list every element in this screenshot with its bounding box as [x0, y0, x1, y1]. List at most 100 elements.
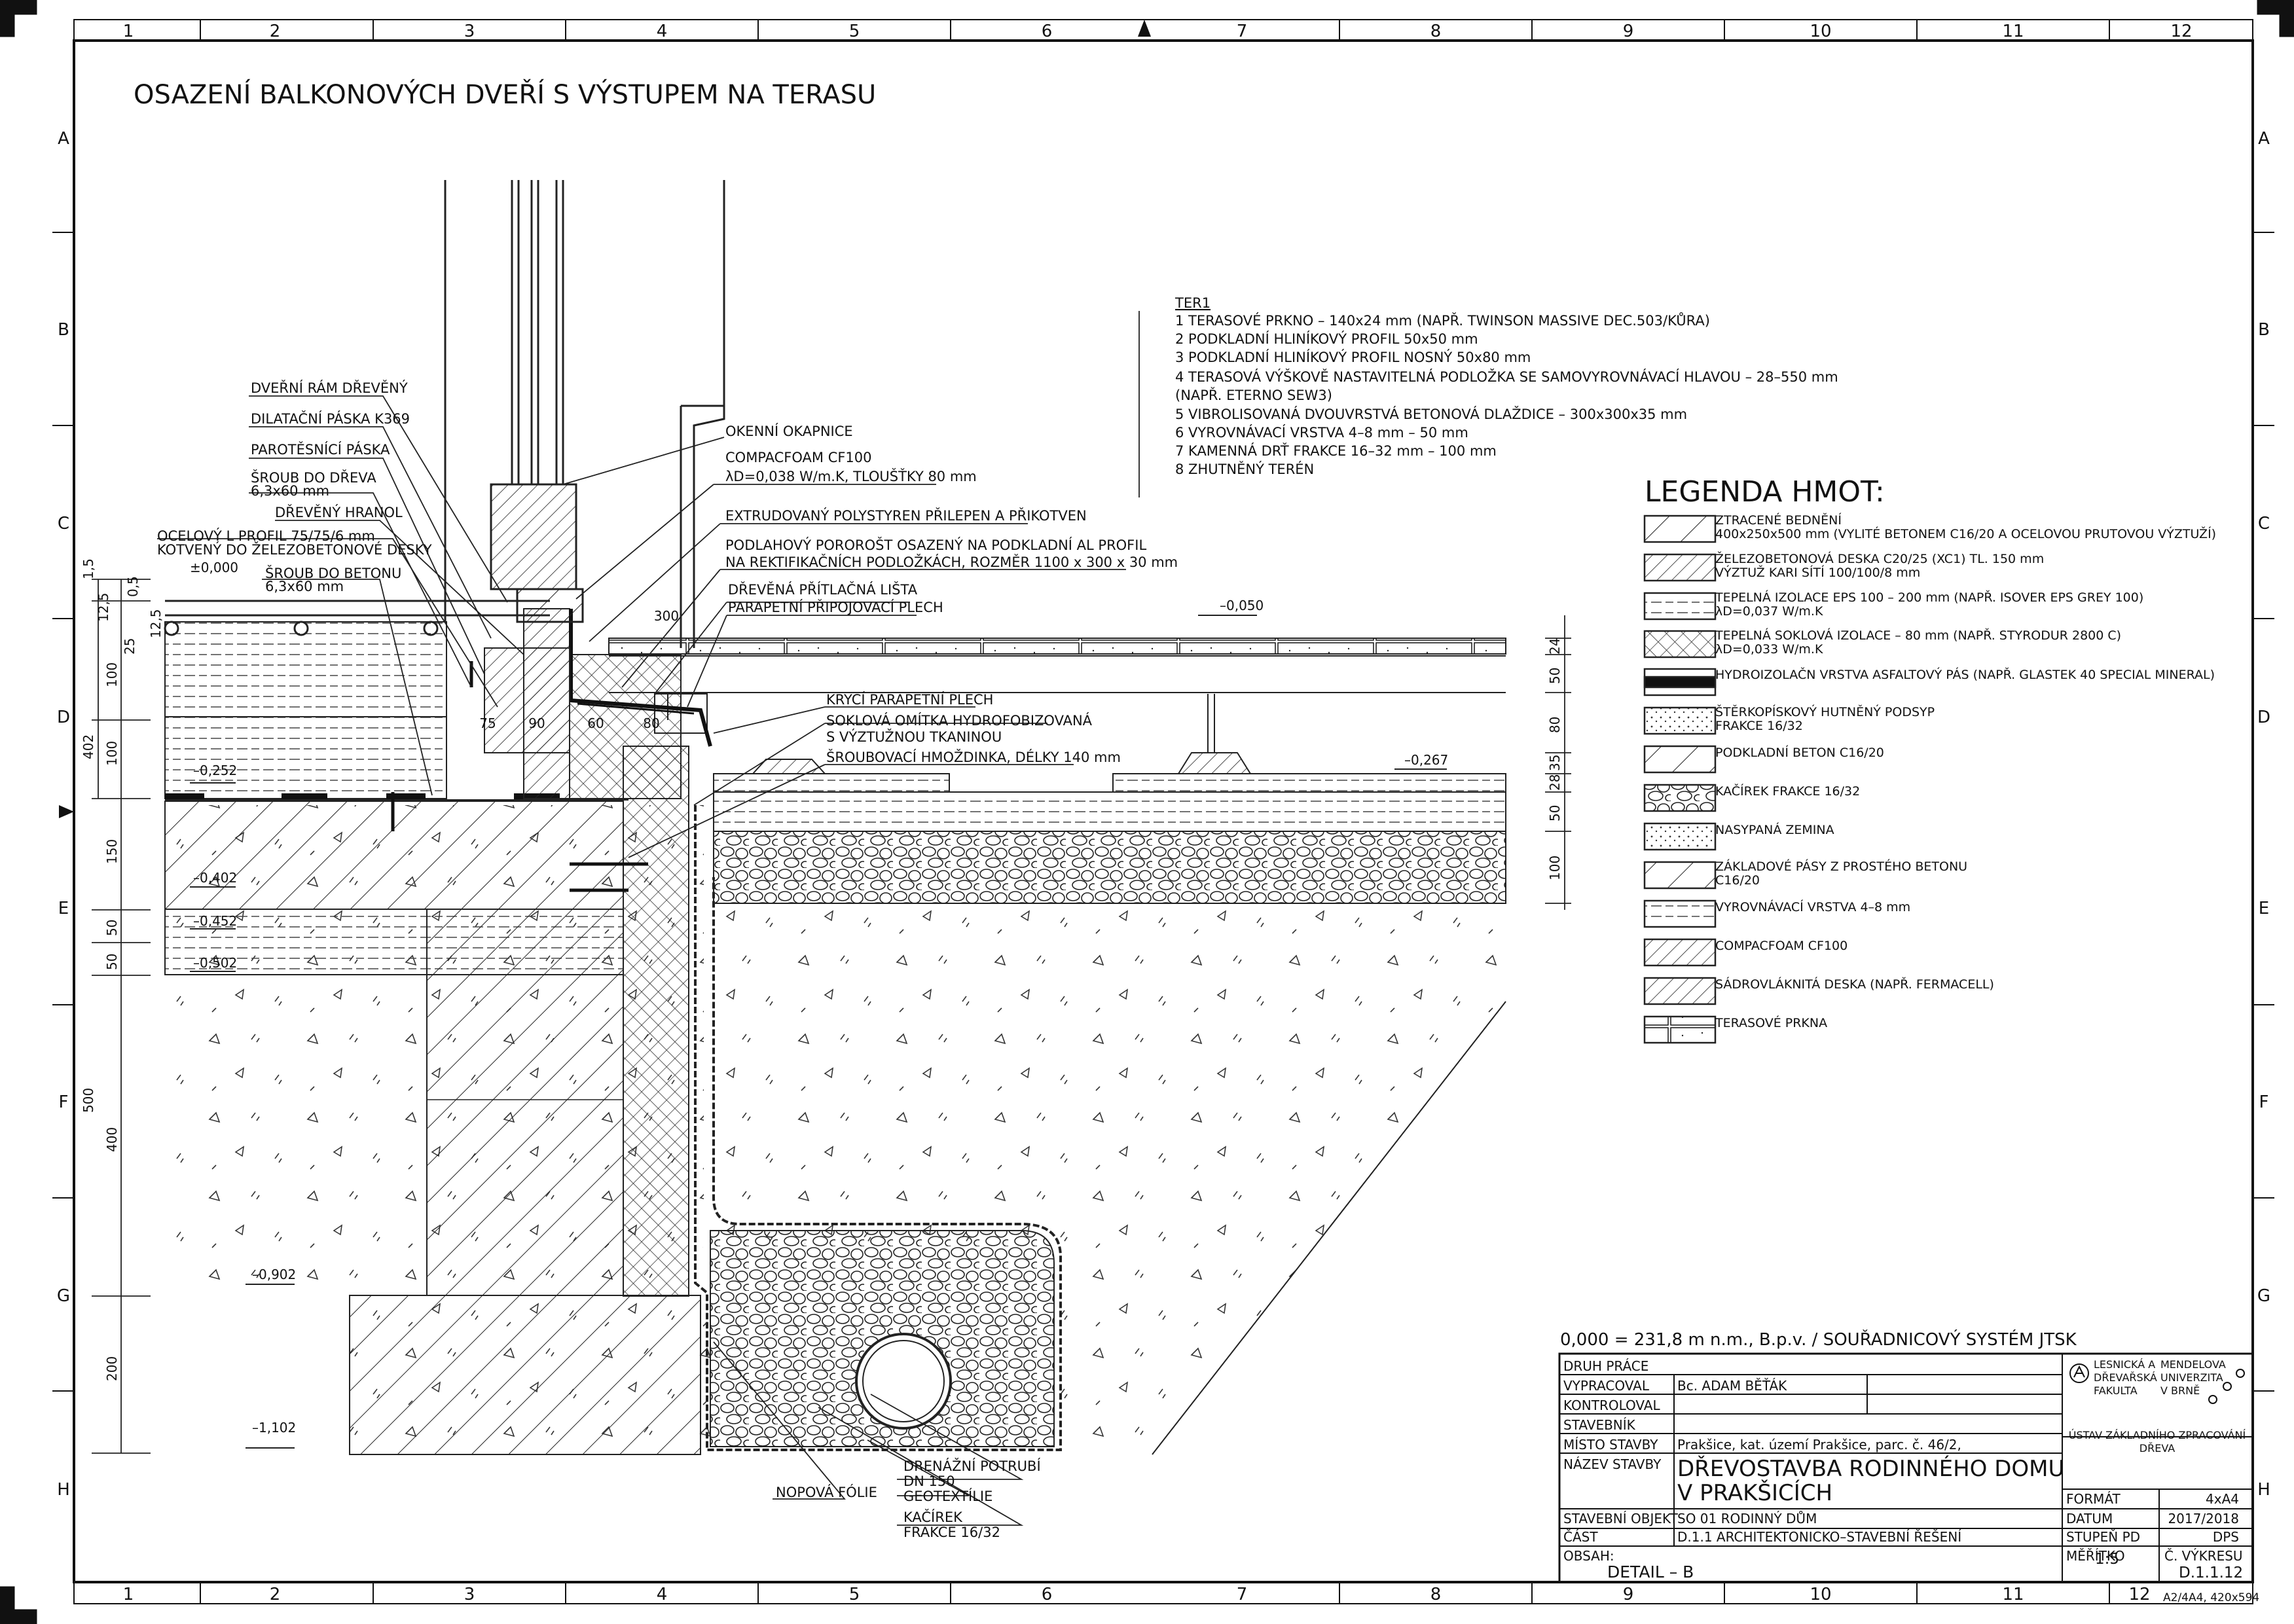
dim-12-5b: 12,5	[148, 609, 164, 638]
ter1-item-4b: (NAPŘ. ETERNO SEW3)	[1175, 387, 1332, 403]
dim-150: 150	[104, 839, 120, 864]
callout-steel-profile: OCELOVÝ L PROFIL 75/75/6 mm	[157, 528, 375, 544]
tb-value-scale: 1:5	[2095, 1551, 2119, 1568]
dim-r-80: 80	[1547, 717, 1563, 733]
legend-11a: VYROVNÁVACÍ VRSTVA 4–8 mm	[1715, 899, 1910, 914]
level-lines	[190, 600, 1447, 1449]
grid-row-e-right: E	[2259, 899, 2269, 918]
grid-col-12: 12	[2170, 22, 2192, 41]
grid-labels-left: A B C D E F G H	[57, 129, 70, 1500]
level-252: –0,252	[193, 763, 237, 778]
tb-paper-note: A2/4A4, 420x594	[2163, 1591, 2259, 1604]
section-drawing	[92, 180, 1571, 1526]
tb-school-2: DŘEVAŘSKÁ	[2094, 1371, 2157, 1384]
level-1102: –1,102	[252, 1420, 296, 1435]
level-267: –0,267	[1404, 752, 1448, 768]
tb-label-date: DATUM	[2066, 1511, 2113, 1526]
grid-col-12-bottom: 12	[2128, 1585, 2150, 1604]
grid-col-6: 6	[1042, 22, 1053, 41]
callout-plinth-render-mesh: S VÝZTUŽNOU TKANINOU	[826, 729, 1002, 745]
callout-steel-profile-anchor: KOTVENÝ DO ŽELEZOBETONOVÉ DESKY	[157, 541, 432, 558]
grid-row-a: A	[58, 129, 69, 149]
legend-labels: ZTRACENÉ BEDNĚNÍ 400x250x500 mm (VYLITÉ …	[1715, 513, 2216, 1030]
grid-col-3-bottom: 3	[464, 1585, 475, 1604]
grid-labels-bottom: 1 2 3 4 5 6 7 8 9 10 11 12	[123, 1585, 2151, 1604]
legend-2b: VÝZTUŽ KARI SÍTÍ 100/100/8 mm	[1715, 565, 1920, 580]
grid-labels-right: A B C D E F G H	[2257, 129, 2270, 1500]
callout-concrete-screw-size: 6,3x60 mm	[265, 579, 344, 594]
callouts-bottom: NOPOVÁ FÓLIE DRENÁŽNÍ POTRUBÍ DN 150 GEO…	[776, 1458, 1041, 1540]
grid-row-g: G	[57, 1286, 70, 1306]
sill-flashing	[569, 609, 712, 747]
tb-value-author: Bc. ADAM BĚŤÁK	[1677, 1378, 1787, 1394]
grid-row-a-right: A	[2258, 129, 2270, 149]
grid-row-h: H	[57, 1480, 70, 1500]
terrace-boards	[608, 638, 1506, 655]
grid-row-e: E	[58, 899, 69, 918]
dim-r-35: 35	[1547, 755, 1563, 771]
plinth-insulation	[623, 746, 689, 1297]
tb-building-name-1: DŘEVOSTAVBA RODINNÉHO DOMU	[1677, 1455, 2064, 1482]
callout-dimpled-membrane: NOPOVÁ FÓLIE	[776, 1484, 877, 1500]
dims-mid: 300 75 90 60 80	[479, 608, 679, 731]
callout-xps: EXTRUDOVANÝ POLYSTYREN PŘILEPEN A PŘIKOT…	[725, 507, 1087, 524]
level-502: –0,502	[193, 955, 237, 971]
insulation-eps	[164, 621, 447, 799]
tb-value-stage: DPS	[2213, 1529, 2239, 1545]
legend-10a: ZÁKLADOVÉ PÁSY Z PROSTÉHO BETONU	[1715, 859, 1967, 874]
dim-200: 200	[104, 1356, 120, 1381]
level-marks: ±0,000 –0,252 –0,402 –0,452 –0,502 –0,90…	[190, 560, 1448, 1435]
dims-left: 402 500 1,5 12,5 0,5 25 12,5 100 100 150…	[81, 558, 164, 1381]
ter1-item-6: 6 VYROVNÁVACÍ VRSTVA 4–8 mm – 50 mm	[1175, 424, 1468, 441]
grid-col-10-bottom: 10	[1810, 1585, 1831, 1604]
legend-1b: 400x250x500 mm (VYLITÉ BETONEM C16/20 A …	[1715, 526, 2216, 541]
tb-label-object: STAVEBNÍ OBJEKT	[1563, 1511, 1679, 1526]
grid-row-g-right: G	[2257, 1286, 2270, 1306]
tb-value-object: SO 01 RODINNÝ DŮM	[1677, 1511, 1817, 1526]
dim-50b: 50	[104, 954, 120, 970]
dim-300: 300	[654, 608, 679, 624]
terrace-gravel	[713, 831, 1506, 904]
tb-uni-1: MENDELOVA	[2160, 1358, 2226, 1371]
grid-row-b: B	[58, 320, 69, 340]
tb-label-content: OBSAH:	[1563, 1548, 1614, 1564]
callouts-left: DVEŘNÍ RÁM DŘEVĚNÝ DILATAČNÍ PÁSKA K369 …	[157, 380, 432, 594]
tb-label-building-name: NÁZEV STAVBY	[1563, 1456, 1662, 1472]
legend-6b: FRAKCE 16/32	[1715, 719, 1803, 733]
legend-12a: COMPACFOAM CF100	[1715, 939, 1848, 953]
tb-label-site: MÍSTO STAVBY	[1563, 1437, 1658, 1453]
dim-r-24: 24	[1547, 638, 1563, 655]
dim-r-50a: 50	[1547, 668, 1563, 684]
tb-school-3: FAKULTA	[2094, 1384, 2138, 1397]
callout-compacfoam: COMPACFOAM CF100	[725, 450, 872, 465]
callout-grating-size: NA REKTIFIKAČNÍCH PODLOŽKÁCH, ROZMĚR 110…	[725, 554, 1178, 570]
tb-uni-2: UNIVERZITA	[2160, 1371, 2223, 1384]
dim-r-28: 28	[1547, 774, 1563, 791]
legend-3b: λD=0,037 W/m.K	[1715, 604, 1823, 619]
tb-institute-1: ÚSTAV ZÁKLADNÍHO ZPRACOVÁNÍ	[2069, 1429, 2246, 1441]
drawing-title: OSAZENÍ BALKONOVÝCH DVEŘÍ S VÝSTUPEM NA …	[134, 79, 876, 110]
callout-wood-screw: ŠROUB DO DŘEVA	[251, 469, 376, 486]
dim-400: 400	[104, 1127, 120, 1152]
grid-col-4-bottom: 4	[657, 1585, 668, 1604]
level-902: –0,902	[252, 1267, 296, 1282]
dim-50a: 50	[104, 920, 120, 936]
dim-12-5a: 12,5	[96, 592, 111, 622]
tb-value-part: D.1.1 ARCHITEKTONICKO–STAVEBNÍ ŘEŠENÍ	[1677, 1529, 1961, 1545]
tb-value-format: 4xA4	[2206, 1491, 2239, 1507]
grid-col-11: 11	[2002, 22, 2024, 41]
tb-label-work-type: DRUH PRÁCE	[1563, 1358, 1648, 1374]
legend-7a: PODKLADNÍ BETON C16/20	[1715, 745, 1884, 760]
ter1-title: TER1	[1174, 295, 1211, 311]
material-legend: LEGENDA HMOT: ZTRACENÉ BEDNĚNÍ 400x250x5…	[1643, 475, 2216, 1044]
tb-content-value: DETAIL – B	[1607, 1562, 1694, 1581]
tb-label-checked: KONTROLOVAL	[1563, 1398, 1660, 1413]
grid-row-c-right: C	[2258, 514, 2270, 533]
timber-prism	[484, 647, 570, 753]
wall-insulation	[569, 654, 682, 799]
callout-screw-anchor: ŠROUBOVACÍ HMOŽDINKA, DÉLKY 140 mm	[826, 749, 1121, 765]
title-block: DRUH PRÁCE VYPRACOVAL Bc. ADAM BĚŤÁK KON…	[1558, 1352, 2259, 1604]
grid-col-4: 4	[657, 22, 668, 41]
terrace-tile	[713, 773, 950, 793]
